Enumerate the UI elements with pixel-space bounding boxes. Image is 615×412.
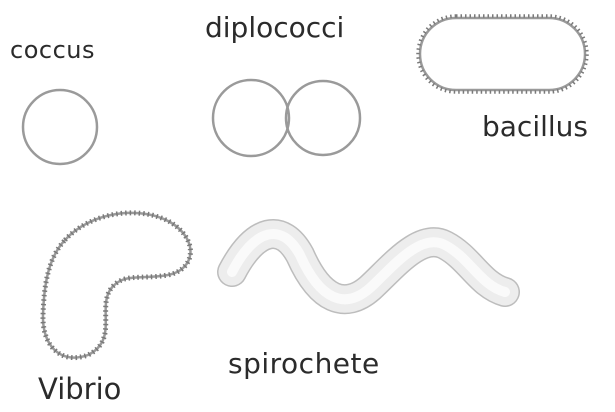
label-vibrio: Vibrio — [38, 375, 121, 404]
coccus-shape — [23, 90, 97, 164]
label-diplococci: diplococci — [205, 14, 344, 42]
label-bacillus: bacillus — [482, 113, 588, 141]
spirochete-shape — [232, 234, 505, 299]
bacillus-shape — [418, 16, 587, 92]
diplococci-shape — [213, 80, 360, 156]
bacillus-fringe — [418, 16, 587, 92]
vibrio-fringe — [43, 213, 190, 358]
bacillus-outline — [420, 18, 585, 90]
diplococci-cell-right — [286, 81, 360, 155]
label-coccus: coccus — [10, 38, 95, 62]
label-spirochete: spirochete — [228, 350, 380, 378]
vibrio-shape — [43, 213, 190, 358]
diplococci-cell-left — [213, 80, 289, 156]
vibrio-outline — [43, 213, 190, 358]
